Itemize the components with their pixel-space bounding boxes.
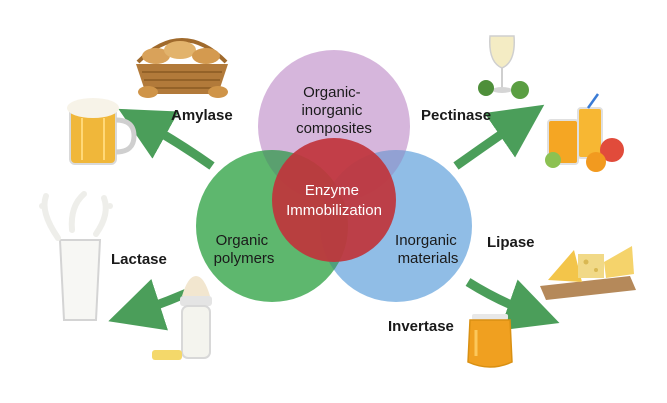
juice-and-fruit-icon xyxy=(545,93,624,172)
center-circle-line-1: Enzyme xyxy=(305,182,359,199)
cheese-board-icon xyxy=(540,246,636,300)
top-circle-line-2: inorganic xyxy=(301,102,362,119)
bread-basket-icon xyxy=(136,38,228,98)
baby-bottle-icon xyxy=(152,276,212,360)
wine-glass-icon xyxy=(478,35,529,99)
svg-text:Organic polymers: Organic polymers xyxy=(214,232,275,267)
arrow-to-lipase xyxy=(465,278,560,331)
right-circle-line-2: materials xyxy=(398,250,459,267)
label-invertase: Invertase xyxy=(388,318,454,335)
label-lactase: Lactase xyxy=(111,251,167,268)
svg-text:Enzyme Immobilization: Enzyme Immobilization xyxy=(286,182,382,219)
arrow-to-pectinase xyxy=(453,104,545,170)
label-amylase: Amylase xyxy=(171,107,233,124)
top-circle-line-3: composites xyxy=(296,120,372,137)
left-circle-line-2: polymers xyxy=(214,250,275,267)
beer-mug-icon xyxy=(67,98,137,165)
label-pectinase: Pectinase xyxy=(421,107,491,124)
top-circle-line-1: Organic- xyxy=(303,84,361,101)
label-lipase: Lipase xyxy=(487,234,535,251)
left-circle-line-1: Organic xyxy=(216,232,269,249)
milk-glass-icon xyxy=(39,191,113,321)
arrow-to-amylase xyxy=(118,108,215,170)
right-circle-line-1: Inorganic xyxy=(395,232,457,249)
honey-jar-icon xyxy=(467,314,513,368)
center-circle-line-2: Immobilization xyxy=(286,202,382,219)
circle-enzyme-immobilization xyxy=(272,138,396,262)
svg-text:Inorganic materials: Inorganic materials xyxy=(395,232,461,267)
svg-text:Organic- inorganic com: Organic- inorganic composites xyxy=(296,84,372,137)
